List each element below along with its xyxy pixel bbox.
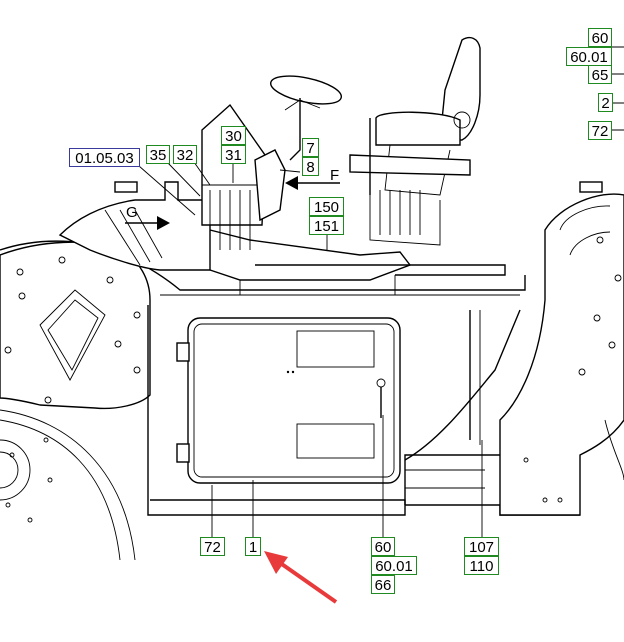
view-arrows: [125, 176, 340, 230]
front-frame: [0, 241, 151, 523]
operator-seat: [349, 36, 481, 246]
callout-107[interactable]: 107: [464, 537, 499, 556]
callout-65[interactable]: 65: [588, 65, 612, 84]
rear-frame: [499, 193, 624, 516]
callout-110[interactable]: 110: [464, 556, 499, 575]
hood: [58, 181, 603, 295]
callout-7[interactable]: 7: [302, 138, 319, 157]
callout-30[interactable]: 30: [221, 126, 246, 145]
callout-60-bottom[interactable]: 60: [371, 537, 395, 556]
callout-8[interactable]: 8: [302, 157, 319, 176]
callout-72-top[interactable]: 72: [588, 121, 612, 140]
callout-72-bottom[interactable]: 72: [200, 537, 225, 556]
callout-151[interactable]: 151: [309, 216, 344, 235]
leader-lines: [138, 46, 624, 537]
callout-150[interactable]: 150: [309, 197, 344, 216]
callout-1[interactable]: 1: [245, 537, 261, 556]
callout-60-top[interactable]: 60: [588, 28, 612, 47]
callout-32[interactable]: 32: [173, 145, 197, 164]
callout-31[interactable]: 31: [221, 145, 246, 164]
view-arrow-f-label: F: [330, 167, 340, 184]
callout-35[interactable]: 35: [146, 145, 170, 164]
view-arrow-g-label: G: [126, 204, 138, 221]
drawing-reference-label[interactable]: 01.05.03: [69, 148, 140, 167]
callout-66[interactable]: 66: [371, 575, 395, 594]
front-drum: [0, 409, 136, 561]
callout-60-01-bottom[interactable]: 60.01: [371, 556, 417, 575]
pointer-arrow: [264, 551, 338, 604]
side-door: [176, 317, 401, 484]
callout-60-01-top[interactable]: 60.01: [566, 47, 612, 66]
dashboard: [201, 75, 343, 250]
callout-2[interactable]: 2: [598, 93, 613, 112]
